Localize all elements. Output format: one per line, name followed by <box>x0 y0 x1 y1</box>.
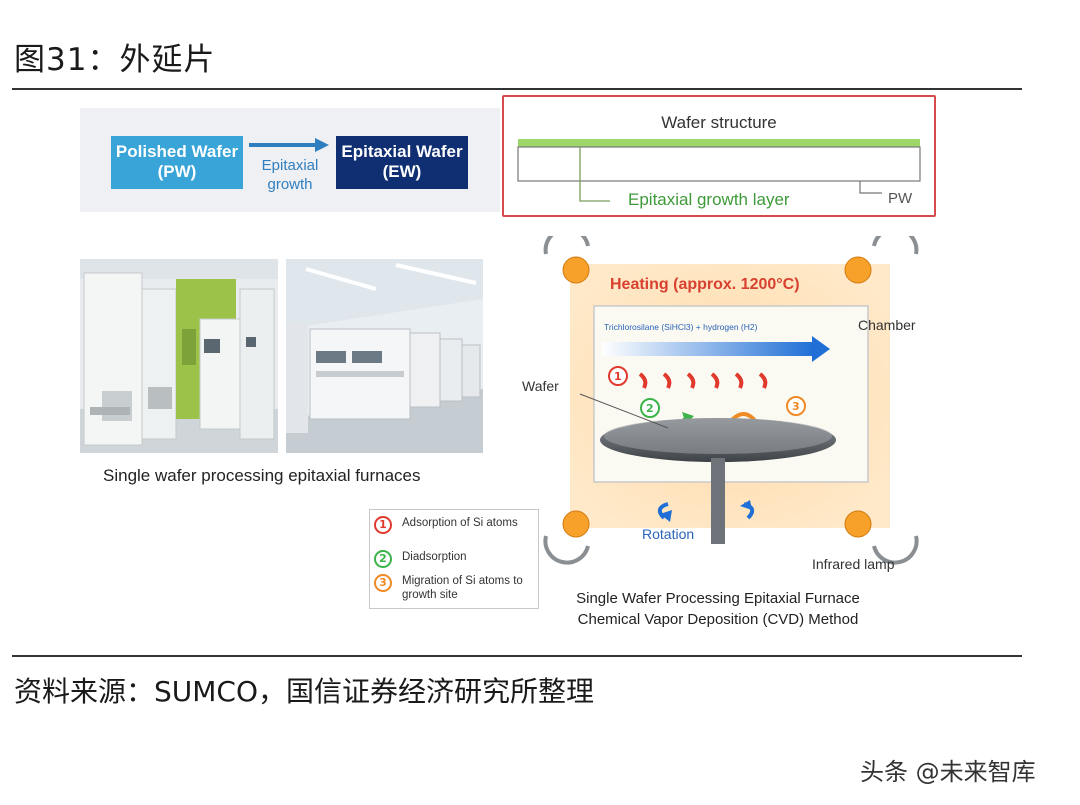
process-flow-panel: Polished Wafer (PW) Epitaxial growth Epi… <box>80 108 500 212</box>
polished-wafer-box: Polished Wafer (PW) <box>111 136 243 189</box>
wafer-structure-title: Wafer structure <box>661 113 777 132</box>
legend-num-2: 2 <box>374 550 392 568</box>
wafer-structure-panel: Wafer structure Epitaxial growth layer P… <box>502 95 936 217</box>
furnace-caption-line-2: Chemical Vapor Deposition (CVD) Method <box>577 611 859 628</box>
top-rule <box>12 88 1022 90</box>
marker-1-text: 1 <box>614 370 622 383</box>
cvd-furnace-diagram: 1 2 3 Heating (approx. 1200°C) Trichloro… <box>522 236 930 572</box>
arrow-right-icon <box>249 138 329 152</box>
pw-leader-line <box>859 181 882 194</box>
rotation-label: Rotation <box>642 526 695 542</box>
furnace-drawing: 1 2 3 <box>543 236 919 565</box>
watermark: 头条 @未来智库 <box>860 758 1036 786</box>
legend-item-diadsorption: 2 Diadsorption <box>374 550 467 568</box>
epitaxial-layer-band <box>518 139 920 147</box>
lamp-top-right <box>844 236 919 284</box>
legend-num-3: 3 <box>374 574 392 592</box>
epitaxial-wafer-box: Epitaxial Wafer (EW) <box>336 136 468 189</box>
marker-1-circle <box>608 366 628 386</box>
susceptor-shaft <box>711 458 725 544</box>
marker-3-text: 3 <box>792 400 800 413</box>
legend-item-adsorption: 1 Adsorption of Si atoms <box>374 516 522 534</box>
bottom-rule <box>12 655 1022 657</box>
epi-layer-label: Epitaxial growth layer <box>628 190 790 209</box>
epitaxial-growth-label: Epitaxial growth <box>261 157 319 193</box>
mechanism-legend: 1 Adsorption of Si atoms 2 Diadsorption … <box>369 509 539 609</box>
polished-wafer-body <box>517 146 921 182</box>
furnace-photo-2 <box>286 259 483 453</box>
legend-num-1: 1 <box>374 516 392 534</box>
source-note: 资料来源：SUMCO，国信证券经济研究所整理 <box>14 675 595 708</box>
legend-text-1: Adsorption of Si atoms <box>402 517 518 529</box>
epi-leader-line <box>579 147 610 202</box>
furnace-caption: Single Wafer Processing Epitaxial Furnac… <box>548 588 888 630</box>
figure-title: 图31：外延片 <box>14 42 216 78</box>
wafer-cross-section: Epitaxial growth layer PW <box>517 139 921 209</box>
infrared-lamp-label: Infrared lamp <box>812 556 895 572</box>
wafer-leader-line <box>579 393 669 429</box>
furnace-photo-2-image <box>286 259 483 453</box>
legend-text-2: Diadsorption <box>402 551 467 563</box>
wafer-label: Wafer <box>522 378 559 394</box>
lamp-bottom-left <box>543 510 590 565</box>
furnace-photo-1 <box>80 259 278 453</box>
lamp-bottom-right <box>844 510 919 565</box>
furnace-photo-1-image <box>80 259 278 453</box>
legend-text-3: Migration of Si atoms to growth site <box>402 575 523 601</box>
pw-label: PW <box>888 190 913 207</box>
lamp-top-left <box>543 236 590 284</box>
heating-label: Heating (approx. 1200°C) <box>610 276 800 293</box>
furnace-caption-line-1: Single Wafer Processing Epitaxial Furnac… <box>576 590 860 607</box>
marker-2-circle <box>640 398 660 418</box>
chamber-label: Chamber <box>858 317 916 333</box>
rotation-arrow-left <box>657 502 669 520</box>
marker-3-circle <box>786 396 806 416</box>
legend-item-migration: 3 Migration of Si atoms to growth site <box>374 574 536 602</box>
gas-flow-label: Trichlorosilane (SiHCl3) + hydrogen (H2) <box>604 322 758 332</box>
marker-2-text: 2 <box>646 402 654 415</box>
adsorption-arrows <box>638 372 768 389</box>
photos-caption: Single wafer processing epitaxial furnac… <box>103 466 421 485</box>
gas-flow-arrow <box>602 342 814 356</box>
